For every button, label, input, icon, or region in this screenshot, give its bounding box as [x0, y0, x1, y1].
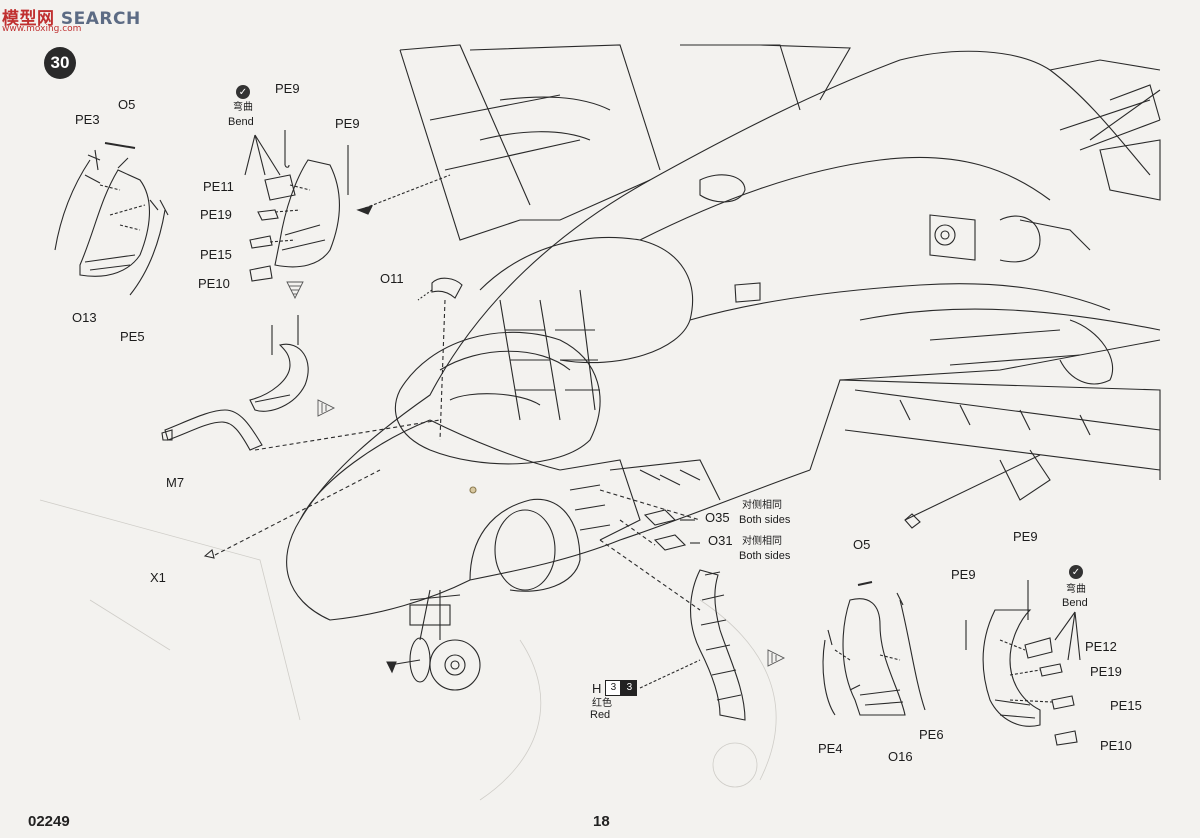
step-number-badge: 30	[44, 47, 76, 79]
label-bend-cn: 弯曲	[1066, 584, 1086, 595]
label-bend: Bend	[228, 116, 254, 128]
label-pe9: PE9	[275, 81, 300, 96]
label-pe4: PE4	[818, 741, 843, 756]
label-x1: X1	[150, 570, 166, 585]
label-pe15: PE15	[1110, 698, 1142, 713]
label-pe10: PE10	[198, 276, 230, 291]
label-bend-cn: 弯曲	[233, 102, 253, 113]
label-o11: O11	[380, 271, 404, 286]
label-o5: O5	[118, 97, 136, 112]
label-pe9: PE9	[335, 116, 360, 131]
label-pe12: PE12	[1085, 639, 1117, 654]
label-both-sides: Both sides	[739, 514, 791, 526]
label-pe19: PE19	[1090, 664, 1122, 679]
label-o16: O16	[888, 749, 913, 764]
label-pe11: PE11	[203, 179, 234, 194]
check-circle-icon: ✓	[236, 85, 250, 99]
label-pe3: PE3	[75, 112, 100, 127]
label-o13: O13	[72, 310, 97, 325]
label-bend: Bend	[1062, 597, 1088, 609]
page-number: 18	[593, 813, 610, 830]
label-o35: O35	[705, 510, 730, 525]
label-m7: M7	[166, 475, 185, 490]
label-pe9: PE9	[951, 567, 976, 582]
label-red: Red	[590, 709, 611, 721]
label-both-sides-cn: 对侧相同	[742, 500, 782, 511]
label-pe9: PE9	[1013, 529, 1038, 544]
paint-code-box: H 3 3	[592, 680, 638, 696]
watermark: 模型网 SEARCH	[2, 9, 141, 29]
label-pe5: PE5	[120, 329, 145, 344]
label-both-sides-cn: 对侧相同	[742, 536, 782, 547]
label-o5: O5	[853, 537, 871, 552]
watermark-url: www.moxing.com	[2, 24, 82, 34]
kit-code: 02249	[28, 813, 70, 830]
label-pe19: PE19	[200, 207, 232, 222]
label-o31: O31	[708, 533, 733, 548]
label-red-cn: 红色	[592, 698, 612, 709]
label-pe6: PE6	[919, 727, 944, 742]
label-pe15: PE15	[200, 247, 232, 262]
check-circle-icon: ✓	[1069, 565, 1083, 579]
label-both-sides: Both sides	[739, 550, 791, 562]
label-pe10: PE10	[1100, 738, 1132, 753]
